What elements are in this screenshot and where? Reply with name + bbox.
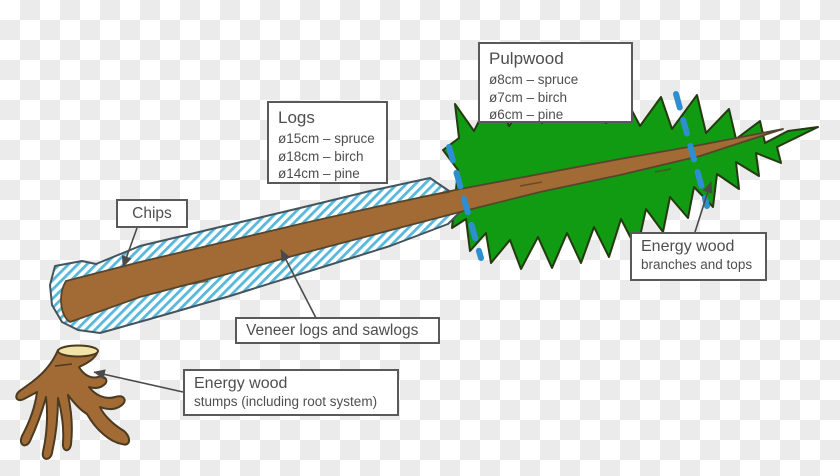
veneer-label-box: Veneer logs and sawlogs	[235, 317, 440, 344]
pulpwood-label-box: Pulpwood ø8cm – spruce ø7cm – birch ø6cm…	[478, 42, 633, 123]
energy-wood-branches-label-box: Energy wood branches and tops	[630, 232, 767, 281]
stump-with-roots-icon	[15, 344, 130, 460]
stump-cut-surface	[57, 344, 99, 358]
energy-wood-branches-subtitle: branches and tops	[641, 257, 753, 272]
pulpwood-title: Pulpwood	[489, 49, 564, 68]
veneer-label: Veneer logs and sawlogs	[246, 321, 419, 339]
pulpwood-spec-pine: ø6cm – pine	[489, 107, 564, 122]
chips-label: Chips	[132, 204, 172, 222]
logs-spec-pine: ø14cm – pine	[278, 166, 360, 181]
cut-lines	[446, 91, 710, 261]
tree-trunk-icon	[60, 128, 784, 323]
pulpwood-spec-birch: ø7cm – birch	[489, 89, 568, 105]
logs-label-box: Logs ø15cm – spruce ø18cm – birch ø14cm …	[267, 101, 388, 184]
energy-wood-stumps-subtitle: stumps (including root system)	[194, 394, 378, 409]
energy-wood-branches-title: Energy wood	[641, 238, 735, 255]
energy-wood-stumps-title: Energy wood	[194, 375, 288, 392]
leader-branches	[694, 181, 713, 233]
leader-chips	[121, 227, 138, 268]
leader-veneer	[280, 249, 317, 319]
cut-line-pulpwood-boundary	[446, 144, 484, 261]
leader-stumps	[93, 369, 184, 393]
logs-title: Logs	[278, 108, 315, 127]
stump-bark-mark	[54, 363, 73, 367]
pulpwood-spec-spruce: ø8cm – spruce	[489, 72, 579, 87]
logs-spec-spruce: ø15cm – spruce	[278, 131, 375, 146]
leader-lines	[93, 181, 713, 393]
energy-wood-stumps-label-box: Energy wood stumps (including root syste…	[183, 369, 399, 416]
trunk-knot-marks	[179, 168, 672, 287]
chips-label-box: Chips	[116, 199, 188, 228]
cut-line-top-boundary	[673, 91, 710, 209]
logs-spec-birch: ø18cm – birch	[278, 148, 364, 164]
